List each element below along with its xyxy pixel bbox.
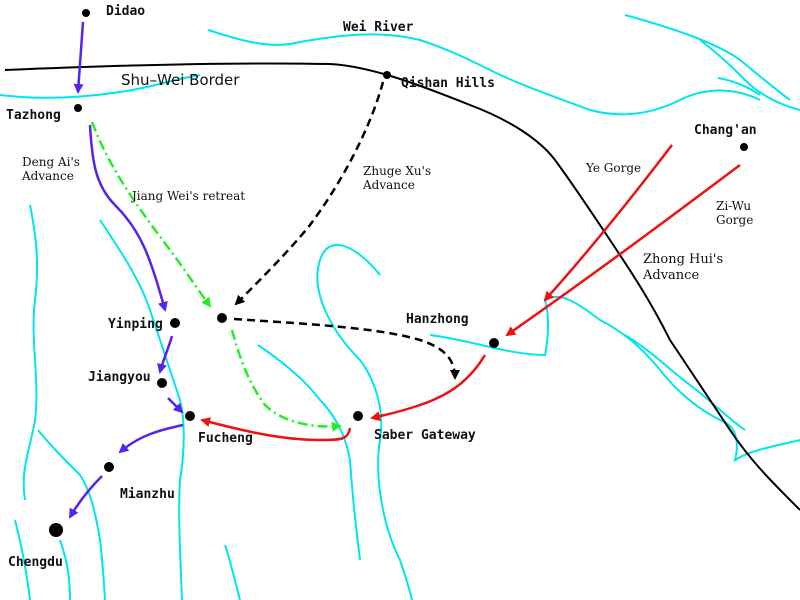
- rivers: [0, 14, 800, 600]
- river-ne-2: [699, 39, 800, 111]
- fucheng-marker: [185, 411, 195, 421]
- city-label-mianzhu: Mianzhu: [120, 487, 175, 502]
- zhuge-xu-label-2: Advance: [362, 178, 415, 192]
- river-east: [717, 77, 761, 96]
- deng-ai-route: [68, 21, 184, 519]
- wei-river: [207, 29, 761, 116]
- river-west-2: [37, 429, 106, 600]
- jiang-wei-route: [90, 121, 342, 432]
- zhong-hui-label-2: Advance: [642, 268, 699, 283]
- river-ne-1: [624, 14, 791, 101]
- river-central: [316, 244, 413, 600]
- city-label-saber: Saber Gateway: [374, 428, 476, 443]
- jiang-wei-label: Jiang Wei's retreat: [130, 189, 245, 203]
- city-label-fucheng: Fucheng: [198, 431, 253, 446]
- city-label-hanzhong: Hanzhong: [406, 312, 469, 327]
- changan-marker: [740, 143, 748, 151]
- deng-ai-label-2: Advance: [21, 169, 74, 183]
- didao-marker: [82, 9, 90, 17]
- junction-marker: [217, 313, 227, 323]
- city-label-chengdu: Chengdu: [8, 555, 63, 570]
- wei-river-label: Wei River: [343, 20, 414, 35]
- zhong-hui-route: [200, 144, 741, 442]
- city-label-changan: Chang'an: [694, 123, 757, 138]
- hanzhong-marker: [489, 338, 499, 348]
- river-fucheng: [99, 219, 185, 600]
- city-label-jiangyou: Jiangyou: [88, 370, 151, 385]
- tazhong-marker: [74, 104, 82, 112]
- chengdu-marker: [49, 523, 63, 537]
- shu-wei-border: [4, 62, 800, 511]
- city-markers: [49, 9, 748, 537]
- city-label-yinping: Yinping: [108, 317, 163, 332]
- wei-river-branch: [0, 74, 201, 99]
- mianzhu-marker: [104, 462, 114, 472]
- city-label-qishan: Qishan Hills: [401, 76, 495, 91]
- ziwu-gorge-label-2: Gorge: [716, 213, 753, 227]
- river-west-3: [14, 519, 31, 600]
- zhuge-xu-route: [233, 81, 460, 380]
- deng-ai-label-1: Deng Ai's: [22, 155, 80, 169]
- saber-marker: [353, 411, 363, 421]
- river-east-2: [624, 334, 746, 431]
- river-west-1: [22, 204, 39, 501]
- border-label: Shu–Wei Border: [121, 71, 240, 89]
- qishan-marker: [383, 71, 391, 79]
- yinping-marker: [170, 318, 180, 328]
- river-hanzhong: [429, 295, 800, 463]
- ye-gorge-label: Ye Gorge: [585, 161, 641, 175]
- city-label-tazhong: Tazhong: [6, 108, 61, 123]
- zhuge-xu-label-1: Zhuge Xu's: [363, 164, 431, 178]
- river-west-4: [59, 539, 71, 600]
- river-middle: [257, 344, 361, 561]
- ziwu-gorge-label-1: Zi-Wu: [716, 199, 751, 213]
- jiangyou-marker: [157, 378, 167, 388]
- river-small: [224, 544, 241, 600]
- zhong-hui-label-1: Zhong Hui's: [643, 252, 723, 267]
- city-label-didao: Didao: [106, 4, 145, 19]
